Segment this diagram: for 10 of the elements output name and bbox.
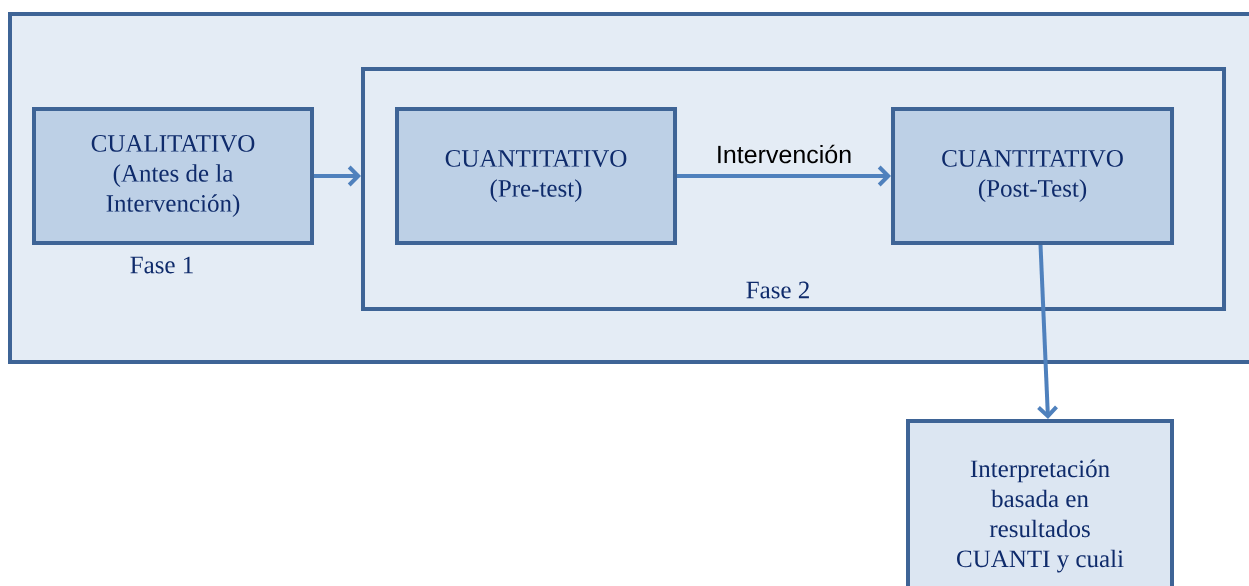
phase-label: Fase 1 (130, 256, 193, 274)
edge-label: Intervención (718, 144, 851, 164)
arrow (677, 165, 891, 187)
arrow (1037, 244, 1058, 419)
arrow (314, 165, 361, 187)
process-box: CUANTITATIVO (Post-Test) (891, 107, 1174, 245)
process-box: CUANTITATIVO (Pre-test) (395, 107, 677, 245)
result-box: Interpretación basada en resultados CUANTI y cuali (906, 419, 1174, 586)
process-box: CUALITATIVO (Antes de la Intervención) (32, 107, 314, 245)
phase-label: Fase 2 (746, 281, 809, 299)
